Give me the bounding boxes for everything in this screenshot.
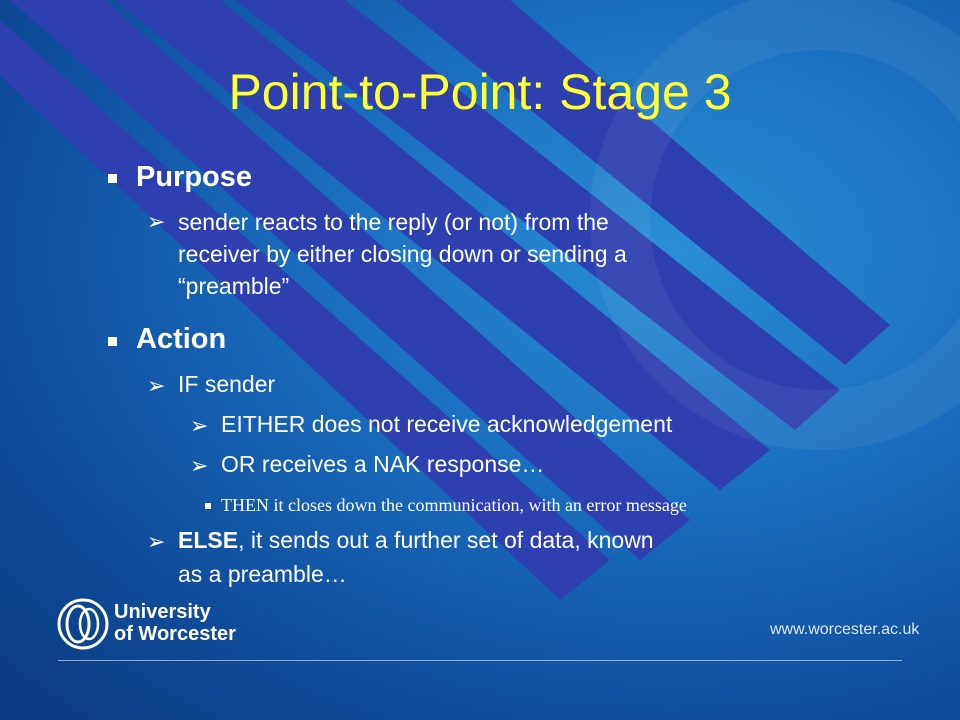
footer-divider <box>58 660 902 661</box>
or-text: OR receives a NAK response… <box>221 451 545 477</box>
else-text-line-1: ELSE, it sends out a further set of data… <box>178 526 654 554</box>
bg-swirl <box>590 0 960 450</box>
logo-line-1: University <box>114 601 211 623</box>
stripe-1 <box>395 0 890 365</box>
arrow-bullet-icon: ➢ <box>147 209 166 234</box>
university-logo: University of Worcester <box>56 598 316 650</box>
purpose-text-line-2: receiver by either closing down or sendi… <box>178 241 627 267</box>
stripe-2 <box>235 0 840 430</box>
logo-line-2: of Worcester <box>114 623 236 645</box>
slide-title: Point-to-Point: Stage 3 <box>228 64 732 120</box>
square-bullet-icon <box>108 174 117 183</box>
logo-text: University of Worcester <box>114 601 236 645</box>
stripe-3 <box>115 0 770 490</box>
logo-emblem-icon <box>57 598 109 650</box>
purpose-heading: Purpose <box>136 161 253 193</box>
purpose-text-line-3: “preamble” <box>178 273 290 299</box>
arrow-bullet-icon: ➢ <box>147 529 166 554</box>
then-text: THEN it closes down the communication, w… <box>221 495 687 515</box>
else-bold: ELSE <box>178 527 239 553</box>
arrow-bullet-icon: ➢ <box>147 373 166 398</box>
website-url: www.worcester.ac.uk <box>770 621 920 638</box>
stripe-5 <box>0 20 610 600</box>
if-sender-text: IF sender <box>178 371 276 397</box>
arrow-bullet-icon: ➢ <box>190 453 209 478</box>
else-rest: , it sends out a further set of data, kn… <box>238 527 654 553</box>
action-heading: Action <box>136 323 227 355</box>
either-text: EITHER does not receive acknowledgement <box>221 411 673 437</box>
else-text-line-2: as a preamble… <box>178 561 347 587</box>
square-bullet-icon <box>108 337 117 346</box>
stripe-4 <box>10 0 690 560</box>
square-bullet-icon <box>205 503 211 509</box>
arrow-bullet-icon: ➢ <box>190 413 209 438</box>
purpose-text-line-1: sender reacts to the reply (or not) from… <box>178 209 609 235</box>
